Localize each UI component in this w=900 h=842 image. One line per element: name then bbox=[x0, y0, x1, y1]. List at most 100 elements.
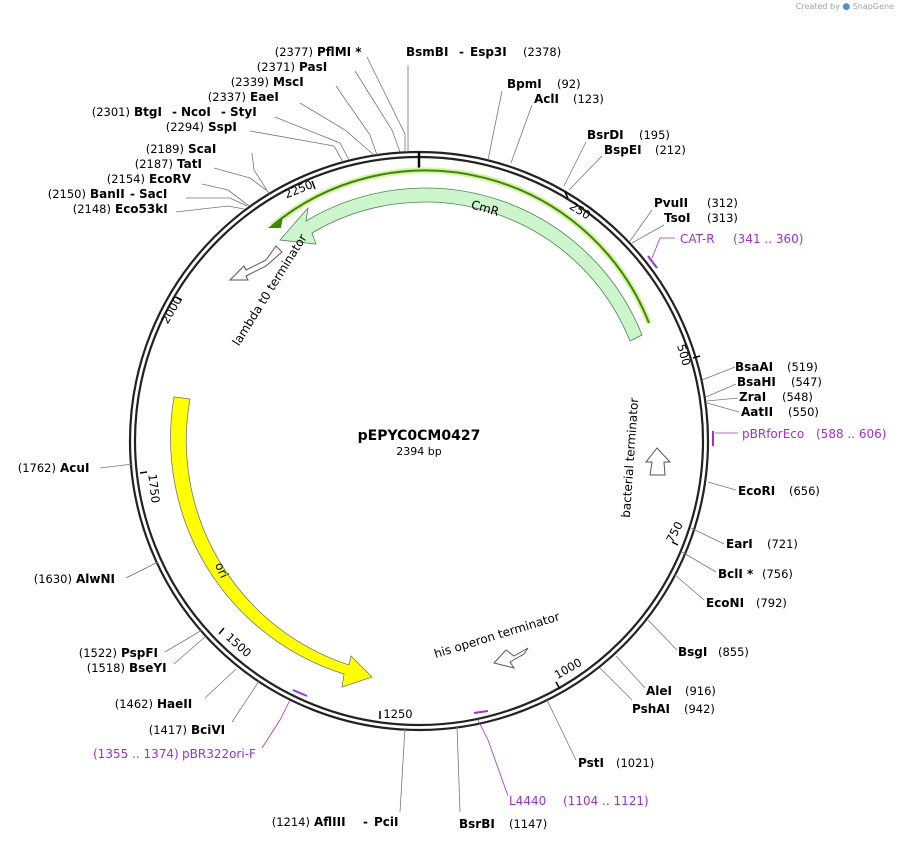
leader-eco53ki bbox=[175, 205, 245, 213]
site-labels: (2377) PflMI * (2371) PasI (2339) MscI (… bbox=[18, 45, 822, 831]
site-pos-bsaai: (519) bbox=[787, 360, 818, 374]
site-name-ecorv[interactable]: EcoRV bbox=[149, 172, 192, 186]
site-pos-eari: (721) bbox=[767, 537, 798, 551]
primer-name-cat-r[interactable]: CAT-R bbox=[680, 232, 715, 246]
site-name-pshai[interactable]: PshAI bbox=[632, 702, 670, 716]
site-name-zrai[interactable]: ZraI bbox=[739, 390, 766, 404]
leader-bseyi bbox=[173, 635, 207, 665]
site-name-econi[interactable]: EcoNI bbox=[706, 596, 744, 610]
leader-bsahi bbox=[705, 383, 737, 398]
site-name-bsaai[interactable]: BsaAI bbox=[735, 360, 773, 374]
leader-psti bbox=[546, 699, 577, 761]
backbone bbox=[128, 150, 710, 732]
leader-bcivi bbox=[231, 680, 260, 723]
site-name-eaei[interactable]: EaeI bbox=[250, 90, 279, 104]
leader-btgi bbox=[274, 116, 350, 161]
site-name-aatii[interactable]: AatII bbox=[741, 405, 773, 419]
site-pos-bseyi: (1518) bbox=[87, 661, 125, 675]
leader-pbr322ori-f bbox=[261, 699, 291, 749]
site-name-bspei[interactable]: BspEI bbox=[604, 143, 642, 157]
site-name-bpmi[interactable]: BpmI bbox=[507, 77, 542, 91]
site-name-acui[interactable]: AcuI bbox=[60, 461, 89, 475]
site-name-ecori[interactable]: EcoRI bbox=[738, 484, 775, 498]
site-name-pcii[interactable]: PciI bbox=[374, 815, 399, 829]
site-name-bcli[interactable]: BclI * bbox=[718, 567, 754, 581]
tick-label-1000: 1000 bbox=[552, 655, 584, 682]
tick-label-1500: 1500 bbox=[223, 630, 254, 660]
site-name-bsrdi[interactable]: BsrDI bbox=[587, 128, 624, 142]
tick-2250 bbox=[311, 180, 316, 190]
site-pos-acui: (1762) bbox=[18, 461, 56, 475]
site-name-pvuii[interactable]: PvuII bbox=[654, 196, 688, 210]
credit-brand: SnapGene bbox=[852, 2, 894, 11]
site-pos-bpmi: (92) bbox=[557, 77, 581, 91]
leader-eari bbox=[690, 527, 725, 545]
leader-afliii bbox=[399, 727, 406, 813]
leader-alwni bbox=[125, 561, 159, 579]
site-name-haeii[interactable]: HaeII bbox=[157, 697, 192, 711]
leader-zrai bbox=[706, 397, 739, 402]
site-name-bsgi[interactable]: BsgI bbox=[678, 645, 707, 659]
tick-1500 bbox=[218, 627, 225, 635]
site-name-eco53ki[interactable]: Eco53kI bbox=[115, 202, 168, 216]
site-name-btgi[interactable]: BtgI bbox=[134, 105, 162, 119]
bacterial-terminator-arrow[interactable] bbox=[644, 447, 672, 476]
site-pos-pspfi: (1522) bbox=[79, 646, 117, 660]
cmr-feature[interactable] bbox=[279, 187, 643, 342]
site-leader-lines bbox=[99, 56, 740, 813]
pbr322ori-f-primer-mark[interactable] bbox=[292, 689, 308, 697]
leader-pasi bbox=[354, 70, 401, 153]
primer-leader-lines bbox=[261, 237, 738, 797]
primer-name-l4440[interactable]: L4440 bbox=[509, 794, 546, 808]
his-operon-terminator-arrow[interactable] bbox=[493, 647, 529, 669]
site-name-saci[interactable]: SacI bbox=[139, 187, 167, 201]
site-pos-banii: (2150) bbox=[48, 187, 86, 201]
site-name-eari[interactable]: EarI bbox=[726, 537, 753, 551]
primer-name-pbrforeco[interactable]: pBRforEco bbox=[742, 427, 804, 441]
site-name-pflmi[interactable]: PflMI * bbox=[317, 45, 362, 59]
site-name-tsoi[interactable]: TsoI bbox=[664, 211, 690, 225]
tick-label-750: 750 bbox=[663, 519, 686, 545]
site-name-msci[interactable]: MscI bbox=[273, 75, 304, 89]
lambda-t0-terminator-arrow[interactable] bbox=[228, 245, 283, 281]
primer-name-pbr322ori-f[interactable]: pBR322ori-F bbox=[182, 747, 256, 761]
cat-r-primer-mark[interactable] bbox=[647, 255, 658, 269]
cmr-orf-line bbox=[271, 169, 650, 324]
site-name-esp3i[interactable]: Esp3I bbox=[470, 45, 507, 59]
site-name-bsahi[interactable]: BsaHI bbox=[737, 375, 776, 389]
leader-msci bbox=[335, 85, 378, 156]
site-name-bsrbi[interactable]: BsrBI bbox=[459, 817, 495, 831]
site-name-pasi[interactable]: PasI bbox=[299, 60, 327, 74]
l4440-primer-mark[interactable] bbox=[473, 710, 489, 714]
site-pos-msci: (2339) bbox=[231, 75, 269, 89]
site-name-ncoi[interactable]: NcoI bbox=[181, 105, 211, 119]
site-pos-zrai: (548) bbox=[782, 390, 813, 404]
site-pos-pvuii: (312) bbox=[707, 196, 738, 210]
leader-bsrdi bbox=[563, 141, 587, 187]
site-pos-tati: (2187) bbox=[135, 157, 173, 171]
ori-feature[interactable] bbox=[170, 396, 373, 688]
site-name-styi[interactable]: StyI bbox=[230, 105, 257, 119]
site-name-pspfi[interactable]: PspFI bbox=[121, 646, 158, 660]
site-name-acli[interactable]: AclI bbox=[534, 92, 559, 106]
primer-range-l4440: (1104 .. 1121) bbox=[563, 794, 649, 808]
site-sep-afliii: - bbox=[363, 815, 368, 829]
site-name-alei[interactable]: AleI bbox=[646, 684, 672, 698]
site-name-bsmbi[interactable]: BsmBI bbox=[406, 45, 448, 59]
site-name-bseyi[interactable]: BseYI bbox=[129, 661, 167, 675]
features bbox=[170, 167, 714, 714]
leader-pspfi bbox=[164, 629, 203, 653]
tick-1750 bbox=[139, 471, 148, 474]
site-name-banii[interactable]: BanII bbox=[90, 187, 125, 201]
site-name-tati[interactable]: TatI bbox=[177, 157, 202, 171]
site-name-afliii[interactable]: AflIII bbox=[314, 815, 346, 829]
site-name-psti[interactable]: PstI bbox=[578, 756, 604, 770]
site-name-scai[interactable]: ScaI bbox=[188, 142, 216, 156]
site-name-sspi[interactable]: SspI bbox=[208, 120, 237, 134]
primer-range-pbrforeco: (588 .. 606) bbox=[816, 427, 886, 441]
site-name-bcivi[interactable]: BciVI bbox=[191, 723, 225, 737]
ori-label: ori bbox=[212, 560, 231, 580]
leader-tati bbox=[213, 167, 267, 191]
site-name-alwni[interactable]: AlwNI bbox=[76, 572, 115, 586]
leader-cat-r bbox=[651, 237, 675, 259]
